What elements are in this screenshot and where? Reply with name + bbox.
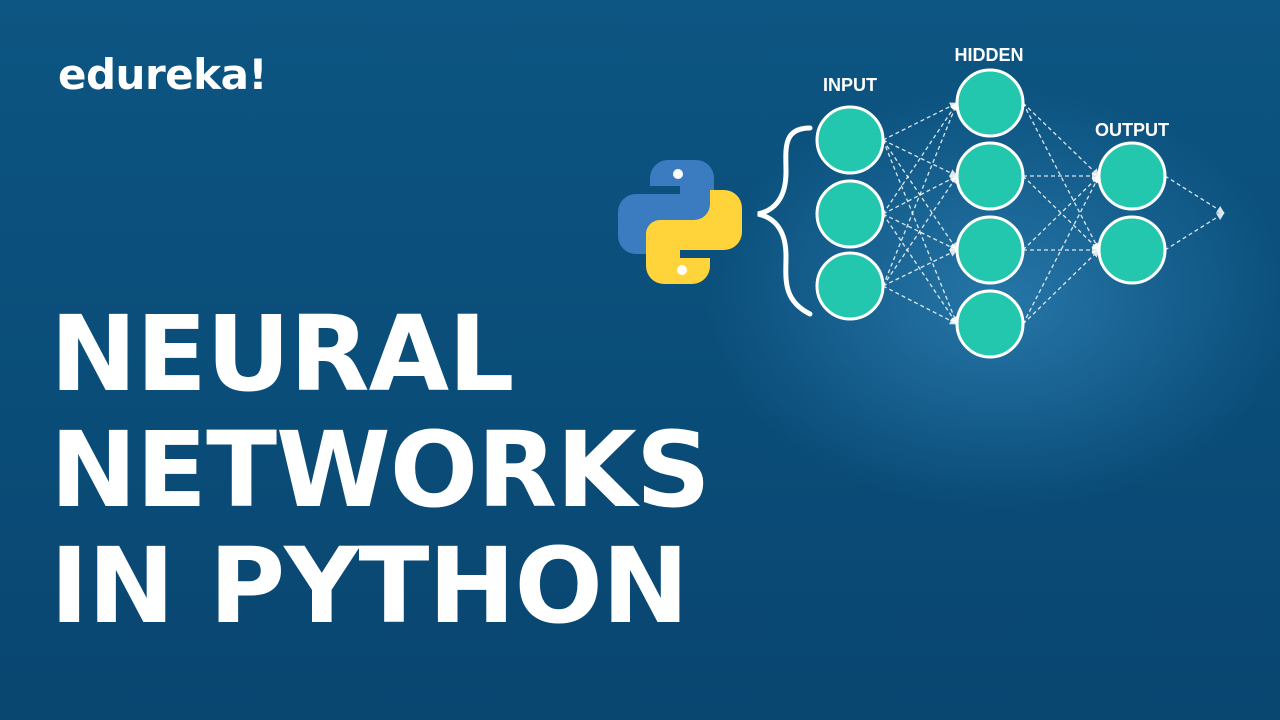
- edge-output-1-to-result: [1164, 175, 1225, 214]
- python-logo-blue-eye: [673, 169, 683, 179]
- network-nodes: [815, 68, 1167, 359]
- output-node-1: [1097, 141, 1167, 211]
- input-layer-label: INPUT: [823, 75, 877, 95]
- edge-hidden-2-to-output-2: [1022, 175, 1100, 251]
- python-logo-yellow-eye: [677, 265, 687, 275]
- edge-input-2-to-hidden-4: [882, 213, 958, 325]
- edge-input-3-to-hidden-2: [882, 175, 958, 287]
- headline-line-3: IN PYTHON: [50, 525, 689, 647]
- edge-hidden-4-to-output-2: [1022, 249, 1100, 325]
- edge-input-3-to-hidden-1: [882, 102, 958, 287]
- curly-brace-icon: [757, 125, 813, 317]
- hidden-layer-label: HIDDEN: [954, 45, 1023, 65]
- connection-edges: [882, 102, 1225, 325]
- output-node-2: [1097, 215, 1167, 285]
- input-node-1: [815, 105, 885, 175]
- edureka-logo: edureka!: [58, 50, 268, 99]
- output-layer-label: OUTPUT: [1095, 120, 1169, 140]
- headline-line-1: NEURAL: [50, 293, 514, 415]
- input-node-2: [815, 179, 885, 249]
- edge-input-1-to-hidden-2: [882, 139, 958, 177]
- edge-output-2-to-result: [1164, 212, 1225, 251]
- python-logo-icon: [618, 160, 742, 284]
- python-logo-blue-half: [618, 160, 714, 254]
- hidden-node-1: [955, 68, 1025, 138]
- hidden-node-2: [955, 141, 1025, 211]
- edge-input-3-to-hidden-4: [882, 285, 958, 325]
- edge-hidden-3-to-output-1: [1022, 175, 1100, 251]
- python-logo-yellow-half: [646, 190, 742, 284]
- input-node-3: [815, 251, 885, 321]
- edge-input-1-to-hidden-1: [882, 102, 958, 141]
- headline-line-2: NETWORKS: [50, 409, 711, 531]
- hidden-node-4: [955, 289, 1025, 359]
- hidden-node-3: [955, 215, 1025, 285]
- edge-input-2-to-hidden-1: [882, 102, 958, 215]
- headline: NEURAL NETWORKS IN PYTHON: [50, 293, 711, 647]
- edge-hidden-1-to-output-1: [1022, 102, 1100, 177]
